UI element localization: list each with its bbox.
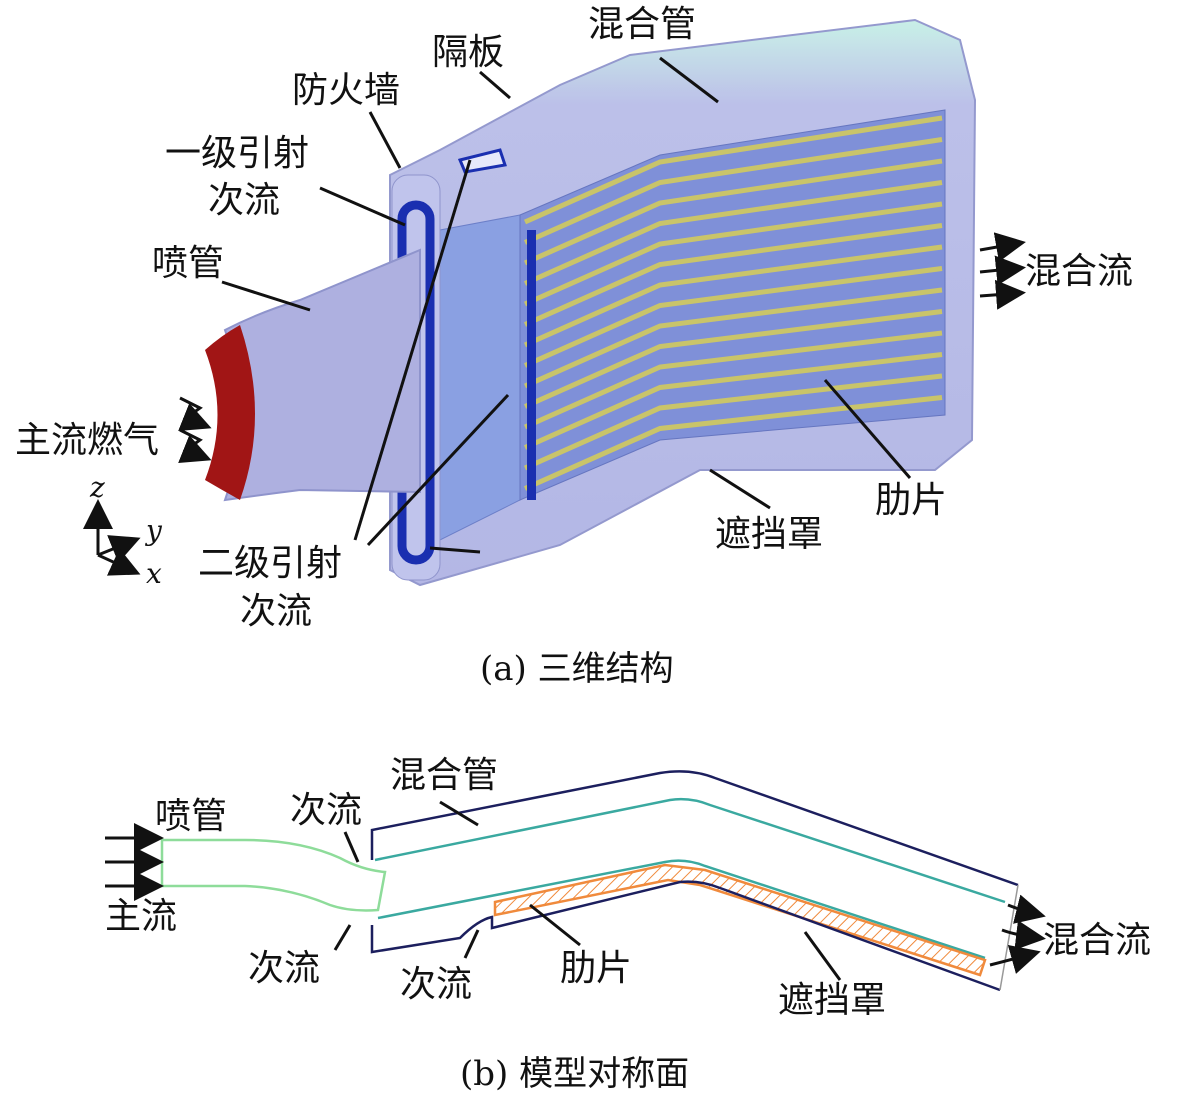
label-b-secondary-left: 次流 bbox=[248, 948, 320, 989]
flow-arrows-b bbox=[105, 823, 1046, 974]
fin bbox=[523, 309, 943, 409]
secondary-ejector-slot bbox=[527, 230, 536, 500]
fin bbox=[523, 330, 943, 430]
label-fin: 肋片 bbox=[875, 480, 947, 521]
caption-b: (b) 模型对称面 bbox=[460, 1054, 689, 1094]
caption-a: (a) 三维结构 bbox=[480, 649, 674, 689]
fin bbox=[523, 223, 943, 327]
label-b-main-flow: 主流 bbox=[105, 896, 177, 937]
fin bbox=[523, 180, 943, 286]
label-secondary-ejector-1: 二级引射 bbox=[198, 543, 342, 584]
label-mixed-flow: 混合流 bbox=[1025, 251, 1133, 292]
mixing-tube-inner-top bbox=[374, 797, 1006, 904]
leader-lines-a bbox=[221, 56, 912, 554]
mixing-tube-inner-bottom bbox=[377, 859, 986, 960]
label-baffle: 隔板 bbox=[432, 32, 504, 73]
leader-lines-b bbox=[333, 800, 842, 981]
3d-model bbox=[205, 18, 977, 587]
label-nozzle: 喷管 bbox=[152, 243, 224, 284]
label-primary-ejector-1: 一级引射 bbox=[165, 133, 309, 174]
label-b-secondary-mid: 次流 bbox=[400, 964, 472, 1005]
label-secondary-ejector-2: 次流 bbox=[240, 591, 312, 632]
nozzle-exit bbox=[205, 325, 255, 500]
label-b-fin: 肋片 bbox=[560, 948, 632, 989]
axis-triad bbox=[83, 499, 141, 576]
flow-arrows-a bbox=[178, 232, 1026, 464]
baffle bbox=[457, 148, 507, 174]
fin bbox=[523, 201, 943, 307]
label-mixing-tube: 混合管 bbox=[588, 4, 696, 45]
axis-z-label: z bbox=[89, 471, 105, 504]
label-main-gas: 主流燃气 bbox=[15, 420, 159, 461]
fin bbox=[523, 244, 943, 348]
axis-y-label: y bbox=[144, 514, 163, 547]
label-shield: 遮挡罩 bbox=[715, 514, 823, 555]
fin bbox=[523, 266, 943, 368]
fin bbox=[523, 158, 943, 266]
label-firewall: 防火墙 bbox=[292, 70, 400, 111]
axis-x-label: x bbox=[146, 557, 162, 590]
fin bbox=[523, 137, 943, 245]
fin-section bbox=[493, 863, 987, 977]
fin bbox=[523, 115, 943, 225]
label-primary-ejector-2: 次流 bbox=[208, 180, 280, 221]
label-b-shield: 遮挡罩 bbox=[778, 980, 886, 1021]
nozzle bbox=[223, 248, 421, 502]
label-b-nozzle: 喷管 bbox=[155, 796, 227, 837]
nozzle-profile bbox=[160, 838, 387, 912]
shield-outer-bottom bbox=[370, 880, 1001, 992]
label-b-secondary-top: 次流 bbox=[290, 790, 362, 831]
mixing-tube-outer-top bbox=[370, 770, 1019, 887]
symmetry-plane bbox=[160, 770, 1019, 992]
fin bbox=[523, 287, 943, 389]
label-b-mixed-flow: 混合流 bbox=[1043, 920, 1151, 961]
label-b-mixing-tube: 混合管 bbox=[390, 755, 498, 796]
inner-side-panel bbox=[439, 214, 521, 541]
fin bbox=[523, 373, 943, 471]
fin bbox=[523, 352, 943, 450]
